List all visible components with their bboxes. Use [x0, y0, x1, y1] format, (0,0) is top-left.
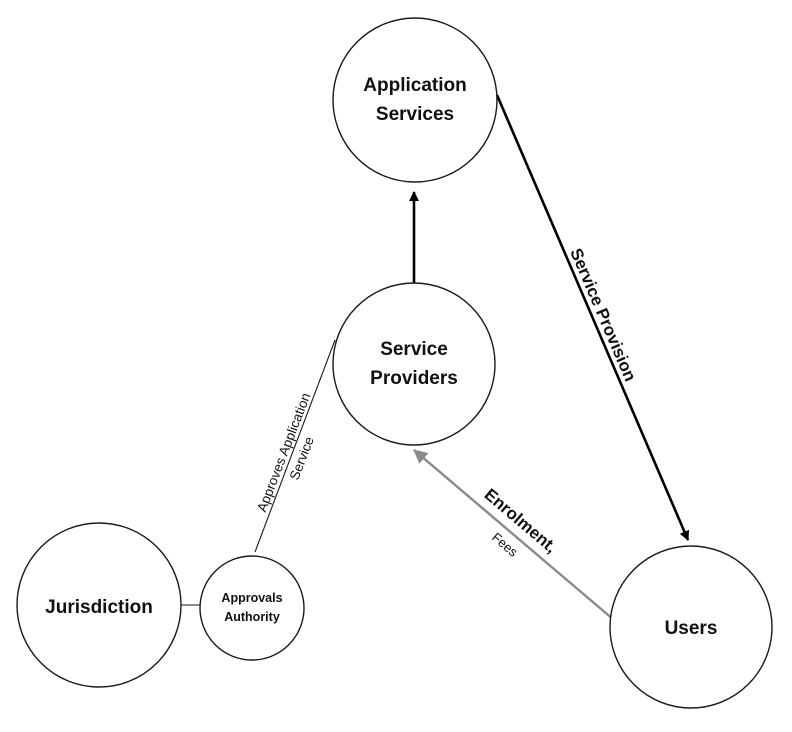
- node-users: Users: [609, 545, 773, 709]
- node-label: Providers: [370, 368, 458, 389]
- node-label: Users: [665, 618, 718, 639]
- arrow-enrolment: [413, 449, 615, 621]
- edge-label-service-provision: Service Provision: [566, 246, 640, 385]
- node-jurisdiction: Jurisdiction: [16, 522, 182, 688]
- node-label: Service: [380, 339, 448, 360]
- edge-label-fees: Fees: [489, 529, 521, 559]
- node-label: Services: [376, 104, 454, 125]
- node-label: Jurisdiction: [45, 597, 153, 618]
- node-service-providers: Service Providers: [332, 282, 496, 446]
- arrow-service-provision: [495, 94, 690, 541]
- connector-approvals-to-providers: [254, 339, 336, 553]
- node-application-services: Application Services: [332, 17, 498, 183]
- node-approvals-authority: Approvals Authority: [199, 555, 305, 661]
- node-label: Authority: [224, 610, 280, 624]
- node-label: Approvals: [221, 591, 282, 605]
- node-label: Application: [363, 75, 466, 96]
- edge-label-enrolment: Enrolment,: [481, 485, 561, 557]
